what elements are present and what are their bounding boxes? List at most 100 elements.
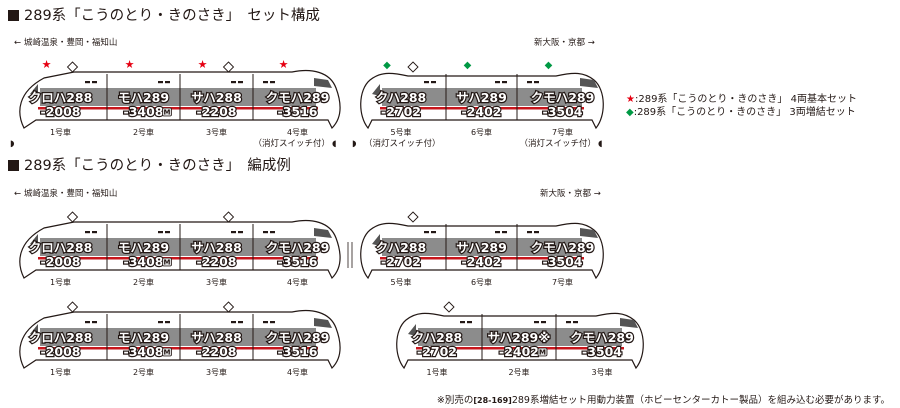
door-mark (238, 231, 243, 234)
door-mark (270, 81, 275, 84)
door-mark (158, 231, 163, 234)
window-band (40, 238, 316, 256)
car-position-label: 2号車 (133, 367, 154, 377)
door-mark (424, 81, 429, 84)
red-stripe (38, 107, 318, 110)
car-number-label: -2702 (381, 254, 421, 269)
taillight-icon: ◖ (598, 139, 602, 149)
car-type-label: クハ288 (412, 330, 462, 345)
door-mark (165, 321, 170, 324)
motor-badge-label: M (164, 259, 171, 267)
car-type-label: モハ289 (118, 240, 169, 255)
pantograph-icon (222, 61, 235, 73)
motor-badge (162, 257, 172, 267)
direction-right: 新大阪・京都 → (540, 189, 601, 199)
car-number-label: -2208 (197, 254, 237, 269)
door-mark (495, 231, 500, 234)
door-mark (231, 321, 236, 324)
door-mark (573, 321, 578, 324)
door-mark (85, 321, 90, 324)
door-mark (431, 81, 436, 84)
star-icon: ★ (125, 58, 135, 71)
car-position-label: 5号車 (390, 127, 411, 137)
cab-window (620, 318, 638, 328)
legend-text: :289系「こうのとり・きのさき」 3両増結セット (633, 107, 856, 118)
car-number-label: -3516 (278, 344, 318, 359)
door-mark (502, 81, 507, 84)
pantograph-icon (66, 211, 79, 223)
heading-text: 289系「こうのとり・きのさき」 編成例 (24, 158, 291, 174)
car-position-label: 3号車 (206, 367, 227, 377)
door-mark (231, 231, 236, 234)
car-type-label: クモハ289 (531, 90, 595, 105)
car-number-label: -2208 (197, 104, 237, 119)
car-type-label: サハ289※ (488, 330, 551, 345)
car-type-label: クロハ288 (29, 240, 93, 255)
door-mark (527, 231, 532, 234)
car-type-label: サハ289 (456, 90, 507, 105)
car-position-label: 5号車 (390, 277, 411, 287)
car-number-label: -3408 (124, 104, 164, 119)
headlight-icon: ◗ (10, 139, 15, 149)
red-stripe (38, 257, 318, 260)
cab-window (372, 84, 380, 96)
car-type-label: サハ288 (191, 90, 242, 105)
car: サハ288-2208 3号車 ★ (179, 58, 243, 137)
door-mark (158, 321, 163, 324)
direction-left: ← 城崎温泉・豊岡・福知山 (14, 189, 118, 199)
car-number-label: -2008 (41, 104, 81, 119)
door-mark (270, 231, 275, 234)
heading-text: 289系「こうのとり・きのさき」 セット構成 (24, 8, 320, 24)
car-position-label: 2号車 (508, 367, 529, 377)
door-mark (527, 81, 532, 84)
cab-window (314, 318, 332, 328)
door-mark (263, 321, 268, 324)
taillight-icon: ◖ (332, 139, 336, 149)
star-icon: ★ (626, 94, 635, 105)
door-mark (92, 231, 97, 234)
door-mark (92, 321, 97, 324)
door-mark (85, 81, 90, 84)
door-mark (460, 321, 465, 324)
car-number-label: -2008 (41, 254, 81, 269)
diamond-icon: ◆ (545, 60, 553, 71)
window-band (382, 88, 582, 106)
door-mark (165, 81, 170, 84)
car-number-label: -3504 (582, 344, 622, 359)
star-icon: ★ (198, 58, 208, 71)
door-mark (424, 231, 429, 234)
door-mark (85, 231, 90, 234)
motor-badge (537, 347, 548, 357)
car-type-label: クハ288 (376, 90, 426, 105)
car-number-label: -2402 (462, 254, 502, 269)
diamond-icon: ◆ (383, 60, 391, 71)
door-mark (231, 81, 236, 84)
car-number-label: -3408 (124, 344, 164, 359)
pantograph-icon (66, 61, 79, 73)
car-position-label: 3号車 (206, 127, 227, 137)
pantograph-icon (222, 211, 235, 223)
pantograph-icon (407, 61, 419, 73)
car-number-label: -2702 (381, 104, 421, 119)
car-position-label: 1号車 (50, 127, 71, 137)
train-set-add: クハ288-27025号車◆サハ289-24026号車◆クモハ289-35047… (352, 60, 604, 149)
cab-window (580, 228, 598, 238)
car-type-label: クモハ289 (531, 240, 595, 255)
car-position-label: 6号車 (471, 277, 492, 287)
door-mark (158, 81, 163, 84)
footnote: ※別売の[28-169]289系増結セット用動力装置（ホビーセンターカトー製品）… (437, 392, 890, 406)
square-bullet-icon (8, 160, 19, 171)
red-stripe (416, 347, 624, 350)
car-type-label: クモハ289 (266, 330, 330, 345)
window-band (40, 328, 316, 346)
